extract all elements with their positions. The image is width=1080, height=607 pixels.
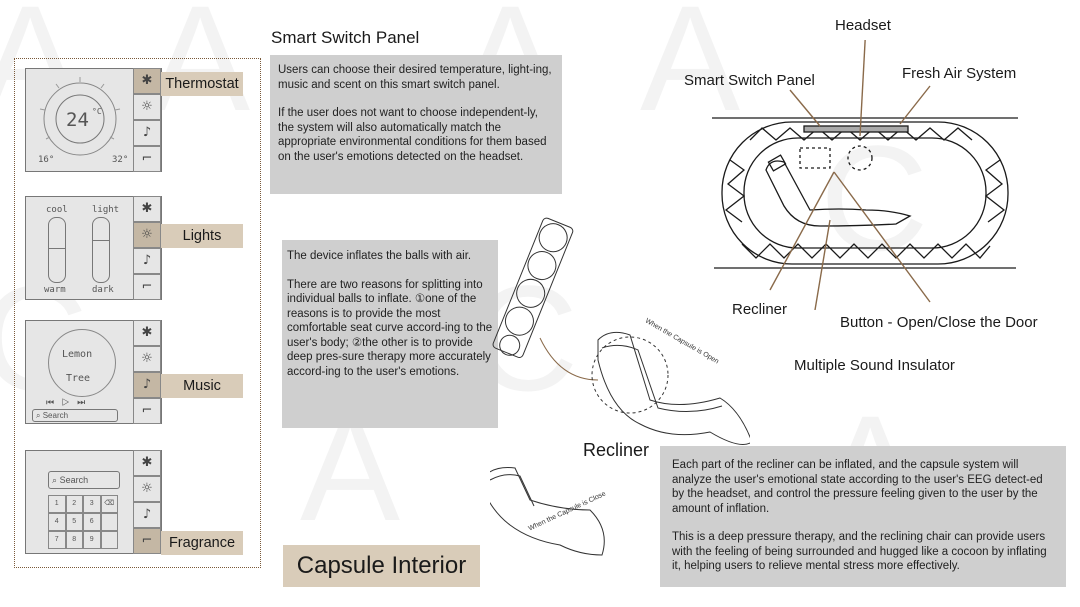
thermostat-max: 32° <box>112 155 129 165</box>
sun-icon[interactable]: ☼ <box>133 476 161 502</box>
keypad-key[interactable]: 4 <box>48 513 66 531</box>
music-song-line2: Tree <box>66 373 91 384</box>
thermostat-dial <box>39 77 121 156</box>
label-button-door: Button - Open/Close the Door <box>840 314 1038 331</box>
keypad-key[interactable]: 5 <box>65 513 83 531</box>
keypad-key[interactable]: 6 <box>83 513 101 531</box>
lights-cool-label: cool <box>46 205 68 215</box>
fragrance-keypad: 1 2 3 ⌫ 4 5 6 7 8 9 <box>48 495 118 549</box>
snowflake-icon[interactable]: ✱ <box>133 196 161 222</box>
sun-icon[interactable]: ☼ <box>133 346 161 372</box>
recliner-heading: Recliner <box>583 440 650 460</box>
music-album-circle <box>48 329 116 397</box>
recliner-description: Each part of the recliner can be inflate… <box>660 446 1066 587</box>
tag-music: Music <box>161 374 243 398</box>
capsule-diagram <box>712 40 1018 310</box>
music-note-icon[interactable]: ♪ <box>133 502 161 528</box>
keypad-key[interactable]: 7 <box>48 531 66 549</box>
lights-dark-label: dark <box>92 285 114 295</box>
fragrance-icon[interactable]: ⌐ <box>133 146 161 172</box>
keypad-key[interactable]: 3 <box>83 495 101 513</box>
label-fresh-air-system: Fresh Air System <box>902 65 1017 82</box>
search-icon: ⌕ <box>52 475 58 485</box>
page-title: Capsule Interior <box>283 545 480 587</box>
smart-panel-paragraph: If the user does not want to choose inde… <box>278 107 547 163</box>
sun-icon[interactable]: ☼ <box>133 94 161 120</box>
music-note-icon[interactable]: ♪ <box>133 248 161 274</box>
fragrance-search-input[interactable]: ⌕ Search <box>48 471 120 489</box>
music-song-line1: Lemon <box>62 349 93 360</box>
label-recliner: Recliner <box>732 301 788 318</box>
music-search-input[interactable]: ⌕ Search <box>32 409 118 422</box>
snowflake-icon[interactable]: ✱ <box>133 450 161 476</box>
lights-brightness-slider[interactable] <box>92 217 110 283</box>
keypad-key[interactable]: 9 <box>83 531 101 549</box>
tag-thermostat: Thermostat <box>161 72 243 96</box>
lights-warmth-slider[interactable] <box>48 217 66 283</box>
tag-lights: Lights <box>161 224 243 248</box>
keypad-key[interactable]: ⌫ <box>100 495 118 513</box>
snowflake-icon[interactable]: ✱ <box>133 68 161 94</box>
tag-fragrance: Fragrance <box>161 531 243 555</box>
keypad-key[interactable]: 8 <box>65 531 83 549</box>
search-icon: ⌕ <box>36 411 41 420</box>
lights-light-label: light <box>92 205 120 215</box>
music-controls[interactable]: ⏮ ▷ ⏭ <box>46 397 86 407</box>
smart-panel-paragraph: Users can choose their desired temperatu… <box>278 64 552 91</box>
music-note-icon[interactable]: ♪ <box>133 372 161 398</box>
fragrance-search-label: Search <box>59 475 89 485</box>
music-search-label: Search <box>42 411 69 420</box>
smart-panel-heading: Smart Switch Panel <box>271 28 420 47</box>
keypad-key[interactable] <box>100 531 118 549</box>
thermostat-min: 16° <box>38 155 55 165</box>
fragrance-icon[interactable]: ⌐ <box>133 274 161 300</box>
balls-paragraph: The device inflates the balls with air. <box>287 250 472 262</box>
snowflake-icon[interactable]: ✱ <box>133 320 161 346</box>
music-note-icon[interactable]: ♪ <box>133 120 161 146</box>
fragrance-icon[interactable]: ⌐ <box>133 528 161 554</box>
balls-paragraph: There are two reasons for splitting into… <box>287 278 493 378</box>
keypad-key[interactable]: 1 <box>48 495 66 513</box>
recliner-sketches <box>490 217 750 556</box>
thermostat-unit: °C <box>92 107 102 116</box>
smart-panel-description: Users can choose their desired temperatu… <box>270 55 562 194</box>
balls-description: The device inflates the balls with air. … <box>282 240 498 428</box>
lights-warm-label: warm <box>44 285 66 295</box>
recliner-paragraph: Each part of the recliner can be inflate… <box>672 459 1043 515</box>
fragrance-icon[interactable]: ⌐ <box>133 398 161 424</box>
label-sound-insulator: Multiple Sound Insulator <box>794 357 955 374</box>
recliner-paragraph: This is a deep pressure therapy, and the… <box>672 531 1047 572</box>
sun-icon[interactable]: ☼ <box>133 222 161 248</box>
thermostat-temperature: 24 <box>66 109 89 131</box>
keypad-key[interactable]: 2 <box>65 495 83 513</box>
label-smart-switch-panel: Smart Switch Panel <box>684 72 815 89</box>
panel-sketch-frame <box>14 58 261 568</box>
air-ball-tube <box>492 217 574 358</box>
label-headset: Headset <box>835 17 891 34</box>
keypad-key[interactable] <box>100 513 118 531</box>
